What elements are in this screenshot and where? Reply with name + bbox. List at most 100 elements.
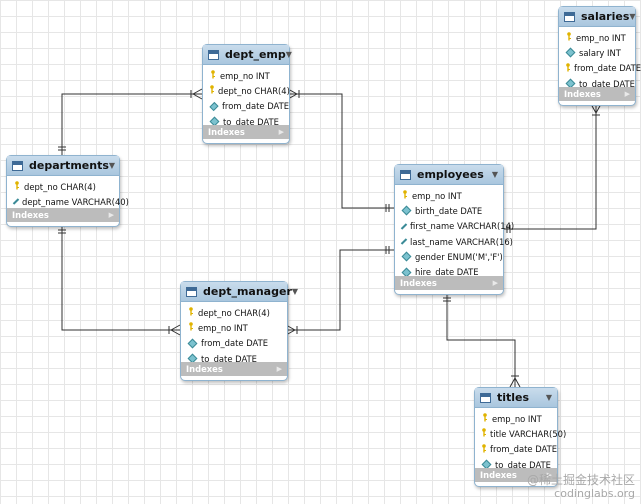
expand-arrow-icon[interactable]: ▶ [276, 365, 282, 373]
column-text: emp_no INT [576, 32, 626, 43]
relationship-departments-dept_manager[interactable] [58, 225, 181, 336]
table-salaries[interactable]: salaries▼ emp_no INT salary INT from_date D… [558, 6, 641, 106]
indexes-bar[interactable]: Indexes▶ [559, 87, 635, 101]
column-row[interactable]: dept_no CHAR(4) [7, 179, 119, 194]
expand-arrow-icon[interactable]: ▶ [492, 279, 498, 287]
column-row[interactable]: emp_no INT [203, 68, 289, 83]
relationship-employees-salaries[interactable] [502, 103, 602, 233]
primary-key-icon [481, 443, 487, 455]
table-icon [400, 169, 411, 180]
table-header[interactable]: titles▼ [475, 388, 557, 408]
table-departments[interactable]: departments▼ dept_no CHAR(4) dept_name VAR… [6, 155, 129, 227]
primary-key-icon [565, 32, 573, 43]
expand-arrow-icon[interactable]: ▶ [546, 471, 552, 479]
collapse-arrow-icon[interactable]: ▼ [491, 170, 498, 179]
column-text: salary INT [579, 47, 621, 58]
column-diamond-icon [12, 198, 20, 206]
column-row[interactable]: dept_no CHAR(4) [203, 83, 290, 98]
column-diamond-icon [565, 47, 576, 58]
table-icon [186, 286, 197, 297]
table-header[interactable]: dept_manager▼ [181, 282, 298, 302]
table-employees[interactable]: employees ▼ emp_no INT birth_date DATE first… [394, 164, 514, 295]
column-row[interactable]: to_date DATE [181, 351, 287, 366]
column-row[interactable]: hire_date DATE [395, 264, 503, 279]
column-list: dept_no CHAR(4) dept_name VARCHAR(40) [7, 176, 129, 212]
column-text: from_date DATE [221, 101, 289, 112]
column-row[interactable]: from_date DATE [559, 61, 641, 76]
collapse-arrow-icon[interactable]: ▼ [108, 161, 116, 170]
column-row[interactable]: to_date DATE [203, 114, 289, 129]
indexes-label: Indexes [12, 210, 49, 220]
indexes-label: Indexes [400, 278, 437, 288]
primary-key-icon [13, 181, 21, 192]
column-row[interactable]: emp_no INT [395, 188, 503, 203]
column-row[interactable]: birth_date DATE [395, 203, 503, 218]
indexes-bar[interactable]: Indexes ▶ [395, 276, 503, 290]
column-row[interactable]: from_date DATE [203, 99, 289, 114]
table-icon [12, 160, 23, 171]
column-text: to_date DATE [579, 78, 635, 89]
column-text: hire_date DATE [415, 267, 479, 278]
collapse-arrow-icon[interactable]: ▼ [629, 12, 636, 21]
table-name: salaries [581, 10, 630, 23]
primary-key-icon [481, 428, 487, 439]
column-list: emp_no INT dept_no CHAR(4) from_date DATE t… [203, 65, 290, 131]
collapse-arrow-icon[interactable]: ▼ [545, 393, 552, 402]
indexes-bar[interactable]: Indexes ▶ [203, 125, 289, 139]
expand-arrow-icon[interactable]: ▶ [278, 128, 284, 136]
relationship-employees-dept_manager[interactable] [285, 246, 394, 336]
column-row[interactable]: emp_no INT [475, 411, 557, 426]
table-dept_emp[interactable]: dept_emp▼ emp_no INT dept_no CHAR(4) from_d… [202, 44, 292, 144]
relationship-departments-dept_emp[interactable] [58, 88, 203, 155]
column-row[interactable]: to_date DATE [559, 76, 635, 91]
column-row[interactable]: salary INT [559, 45, 635, 60]
column-text: to_date DATE [223, 116, 279, 127]
column-text: dept_no CHAR(4) [24, 181, 96, 192]
indexes-label: Indexes [208, 127, 245, 137]
indexes-bar[interactable]: Indexes ▶ [181, 362, 287, 376]
primary-key-icon [209, 70, 217, 81]
column-row[interactable]: dept_no CHAR(4) [181, 305, 287, 320]
table-icon [208, 49, 219, 60]
table-header[interactable]: departments▼ [7, 156, 119, 176]
column-row[interactable]: emp_no INT [181, 320, 287, 335]
column-text: dept_no CHAR(4) [198, 307, 270, 318]
relationship-employees-titles[interactable] [443, 293, 521, 388]
table-header[interactable]: salaries▼ [559, 7, 636, 27]
table-header[interactable]: dept_emp▼ [203, 45, 292, 65]
column-list: emp_no INT salary INT from_date DATE to_dat… [559, 27, 641, 93]
column-row[interactable]: to_date DATE [475, 457, 557, 472]
column-text: to_date DATE [495, 459, 551, 470]
expand-arrow-icon[interactable]: ▶ [108, 211, 114, 219]
relationship-employees-dept_emp[interactable] [287, 88, 394, 212]
column-row[interactable]: from_date DATE [475, 442, 557, 457]
column-text: birth_date DATE [415, 205, 483, 216]
column-text: emp_no INT [220, 70, 270, 81]
column-row[interactable]: last_name VARCHAR(16) [395, 234, 513, 249]
column-row[interactable]: gender ENUM('M','F') [395, 249, 503, 264]
column-row[interactable]: dept_name VARCHAR(40) [7, 194, 129, 209]
collapse-arrow-icon[interactable]: ▼ [291, 287, 299, 296]
column-row[interactable]: from_date DATE [181, 336, 287, 351]
indexes-label: Indexes [186, 364, 223, 374]
column-row[interactable]: first_name VARCHAR(14) [395, 219, 514, 234]
column-row[interactable]: emp_no INT [559, 30, 635, 45]
column-text: to_date DATE [201, 353, 257, 364]
indexes-label: Indexes [480, 470, 517, 480]
expand-arrow-icon[interactable]: ▶ [624, 90, 630, 98]
column-text: last_name VARCHAR(16) [410, 236, 513, 247]
indexes-bar[interactable]: Indexes ▶ [7, 208, 119, 222]
table-name: employees [417, 168, 484, 181]
column-row[interactable]: title VARCHAR(50) [475, 426, 566, 441]
table-header[interactable]: employees ▼ [395, 165, 503, 185]
column-text: emp_no INT [412, 190, 462, 201]
indexes-bar[interactable]: Indexes ▶ [475, 468, 557, 482]
collapse-arrow-icon[interactable]: ▼ [285, 50, 292, 59]
watermark-line-2: codinglabs.org [554, 487, 635, 500]
table-name: dept_emp [225, 48, 286, 61]
